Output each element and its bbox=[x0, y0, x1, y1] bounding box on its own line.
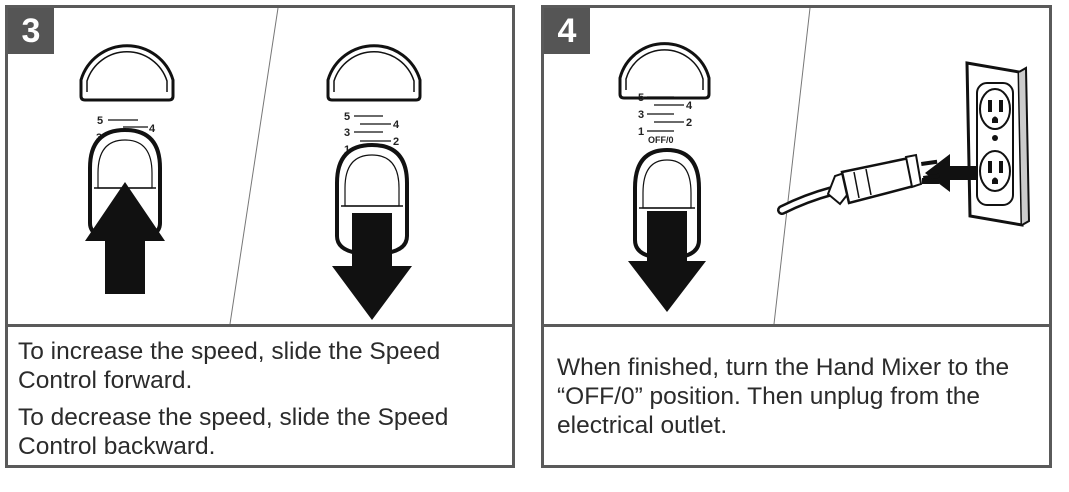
off-label: OFF/0 bbox=[648, 135, 674, 145]
step-3-illustration: 5 4 3 5 4 bbox=[8, 8, 512, 327]
mark-3: 3 bbox=[638, 109, 644, 121]
caption-text: To decrease the speed, slide the Speed C… bbox=[18, 404, 449, 460]
mixer-housing-icon bbox=[79, 44, 175, 102]
divider-line bbox=[229, 8, 279, 324]
speed-control-diagram: 5 4 3 5 4 bbox=[79, 8, 422, 324]
speed-marks: 5 4 3 2 1 OFF/0 bbox=[638, 92, 693, 145]
divider-line bbox=[773, 8, 811, 324]
caption-text: When finished, turn the Hand Mixer to th… bbox=[557, 354, 1010, 439]
mark-3: 3 bbox=[344, 127, 350, 139]
step-4-illustration: 5 4 3 2 1 OFF/0 bbox=[544, 8, 1049, 327]
mixer-housing-icon bbox=[618, 42, 711, 100]
mark-4: 4 bbox=[686, 100, 693, 112]
step-4-panel: 5 4 3 2 1 OFF/0 bbox=[541, 5, 1052, 468]
mark-1: 1 bbox=[638, 126, 644, 138]
mark-1: 1 bbox=[344, 144, 350, 156]
speed-marks-right: 5 4 3 2 1 bbox=[344, 111, 400, 156]
decrease-speed-caption: To decrease the speed, slide the Speed C… bbox=[18, 403, 506, 461]
up-arrow-icon bbox=[85, 182, 165, 294]
mark-2: 2 bbox=[393, 136, 399, 148]
increase-speed-caption: To increase the speed, slide the Speed C… bbox=[18, 337, 506, 395]
mark-5: 5 bbox=[638, 92, 644, 104]
mark-5: 5 bbox=[344, 111, 350, 123]
power-plug-icon bbox=[777, 153, 940, 215]
unplug-caption: When finished, turn the Hand Mixer to th… bbox=[557, 353, 1043, 440]
mark-5: 5 bbox=[97, 115, 103, 127]
step-number-badge: 3 bbox=[8, 8, 54, 54]
step-3-panel: 5 4 3 5 4 bbox=[5, 5, 515, 468]
mark-2: 2 bbox=[686, 117, 692, 129]
down-arrow-icon bbox=[332, 213, 412, 320]
wall-outlet-icon bbox=[965, 61, 1031, 227]
mark-4: 4 bbox=[149, 123, 156, 135]
mark-4: 4 bbox=[393, 119, 400, 131]
down-arrow-icon bbox=[628, 211, 706, 312]
caption-text: To increase the speed, slide the Speed C… bbox=[18, 338, 441, 394]
mixer-housing-icon bbox=[326, 44, 422, 102]
unplug-diagram: 5 4 3 2 1 OFF/0 bbox=[618, 8, 1031, 324]
step-number-badge: 4 bbox=[544, 8, 590, 54]
